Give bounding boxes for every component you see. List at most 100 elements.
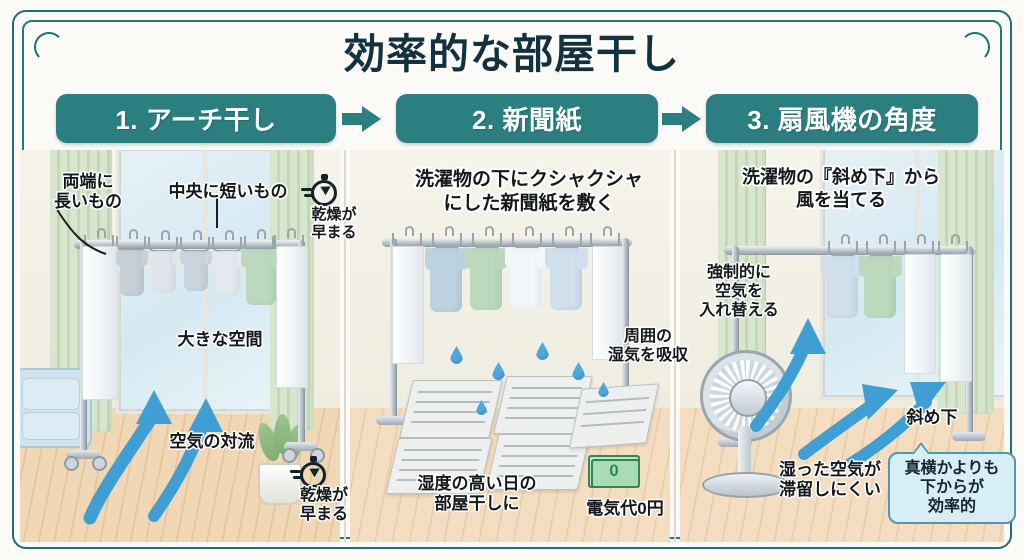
panel-divider-1 <box>344 150 346 542</box>
short-laundry-item <box>246 249 276 305</box>
bubble-tail <box>912 442 930 454</box>
panel-divider-2 <box>674 150 676 542</box>
laundry-item <box>510 248 542 308</box>
step-2-illustration <box>350 150 670 542</box>
drying-rack-foot <box>284 442 318 451</box>
newspaper-sheet <box>399 380 503 438</box>
note-line: 乾燥が <box>299 487 348 504</box>
banknote-icon: 0 <box>588 455 640 488</box>
note-line: 効率的 <box>927 498 976 516</box>
note-line: 真横かよりも <box>904 460 1000 477</box>
hanger <box>432 226 462 248</box>
note-both-ends-long: 両端に 長いもの <box>42 172 134 212</box>
leader-line <box>55 207 107 255</box>
drying-rack-leg <box>732 246 739 442</box>
note-line: 湿った空気が <box>779 460 881 479</box>
drying-rack-leg <box>622 238 629 414</box>
stopwatch-icon <box>290 456 330 490</box>
hanger <box>828 234 858 256</box>
laundry-item <box>940 254 972 382</box>
step-3-header: 3. 扇風機の角度 <box>706 94 978 143</box>
rack-caster <box>282 448 297 463</box>
airflow-arrow-icon <box>750 318 946 468</box>
note-line: 早まる <box>299 505 348 523</box>
drying-rack-bar <box>74 240 304 249</box>
page-title: 効率的な部屋干し <box>344 31 680 77</box>
hanger <box>866 234 896 256</box>
note-zero-electricity-cost: 電気代0円 <box>586 499 664 518</box>
step-arrow-2-to-3 <box>662 106 701 132</box>
laundry-item <box>550 248 582 310</box>
hanger <box>552 226 582 248</box>
step-arrow-1-to-2 <box>342 106 381 132</box>
note-line: 周囲の <box>623 328 672 345</box>
note-line: 湿気を吸収 <box>607 346 688 364</box>
fan-base <box>702 472 790 498</box>
hanger <box>148 230 178 252</box>
short-laundry-item <box>120 250 144 296</box>
corner-ornament-top-right <box>960 32 990 62</box>
note-line: 乾燥が <box>311 206 357 223</box>
step-3-illustration <box>680 150 1004 542</box>
note-large-space: 大きな空間 <box>177 330 263 349</box>
step-1-illustration <box>20 150 340 542</box>
hanger <box>512 226 542 248</box>
note-line: 部屋干しに <box>434 494 520 514</box>
rack-caster <box>64 456 79 471</box>
laundry-item <box>826 256 858 318</box>
note-line: 両端に <box>62 172 114 191</box>
step-2-headline: 洗濯物の下にクシャクシャ にした新聞紙を敷く <box>386 168 672 217</box>
note-line: 滞留しにくい <box>779 480 881 500</box>
hanger <box>472 226 502 248</box>
leader-line <box>216 194 218 228</box>
note-humid-day: 湿度の高い日の 部屋干しに <box>392 474 562 514</box>
laundry-item <box>592 246 624 360</box>
airflow-arrow-icon <box>83 390 223 525</box>
note-moist-air-not-stagnant: 湿った空気が 滞留しにくい <box>760 460 900 500</box>
note-dries-faster-bottom: 乾燥が 早まる <box>286 487 362 525</box>
note-line: 湿度の高い日の <box>417 474 537 493</box>
drying-rack-foot <box>66 450 100 459</box>
stopwatch-icon <box>301 174 341 208</box>
laundry-item <box>864 256 896 318</box>
note-line: 強制的に <box>706 264 771 281</box>
drying-rack-foot <box>376 416 410 425</box>
short-laundry-item <box>152 251 176 293</box>
laundry-item <box>430 248 462 312</box>
note-air-convection: 空気の対流 <box>169 432 255 451</box>
drying-rack-bar <box>382 238 632 247</box>
note-line: 早まる <box>311 223 357 241</box>
step-2-header: 2. 新聞紙 <box>396 94 658 143</box>
callout-efficient-from-below: 真横かよりも 下からが 効率的 <box>888 442 1016 524</box>
note-line: 洗濯物の『斜め下』から <box>742 167 940 187</box>
laundry-item <box>470 248 502 310</box>
note-line: 風を当てる <box>796 190 886 211</box>
hanger <box>180 230 210 252</box>
fan-neck <box>738 426 751 480</box>
long-laundry-item <box>82 246 118 400</box>
note-diagonal-below: 斜め下 <box>906 408 958 427</box>
short-laundry-item <box>216 251 240 295</box>
newspaper-sheet <box>568 383 660 449</box>
note-line: 洗濯物の下にクシャクシャ <box>414 169 643 190</box>
hanger <box>116 229 146 251</box>
long-laundry-item <box>276 246 308 388</box>
note-dries-faster-top: 乾燥が 早まる <box>298 206 370 241</box>
hanger <box>212 230 242 252</box>
laundry-item <box>904 254 936 374</box>
note-line: 入れ替える <box>699 301 779 319</box>
note-force-air-exchange: 強制的に 空気を 入れ替える <box>686 264 792 321</box>
drying-rack-foot <box>952 432 986 441</box>
water-drop-icon <box>598 382 609 397</box>
water-drop-icon <box>476 400 487 415</box>
note-line: 長いもの <box>54 192 122 212</box>
rack-caster <box>92 456 107 471</box>
step-1-header: 1. アーチ干し <box>56 94 336 143</box>
step-3-headline: 洗濯物の『斜め下』から 風を当てる <box>706 166 976 212</box>
drying-rack-foot <box>718 438 752 447</box>
short-laundry-item <box>184 251 208 291</box>
note-center-short: 中央に短いもの <box>168 182 288 201</box>
note-line: 下からが <box>919 479 984 497</box>
drying-rack-bar <box>724 246 976 255</box>
